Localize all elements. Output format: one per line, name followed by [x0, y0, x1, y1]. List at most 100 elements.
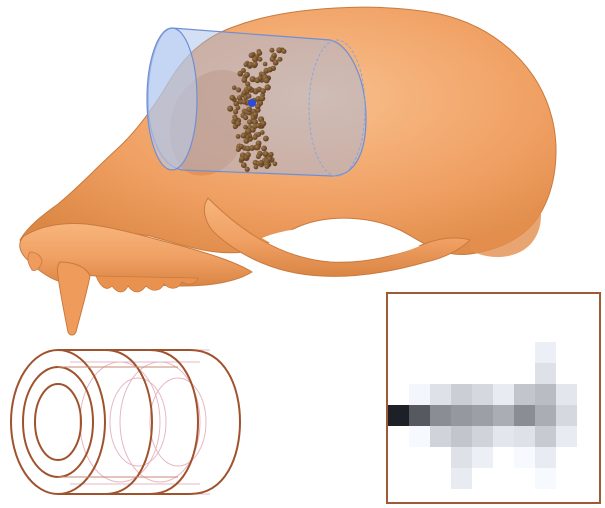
sample-point [242, 90, 247, 95]
sample-point [267, 156, 272, 161]
sample-point [263, 62, 268, 67]
sample-point [245, 167, 250, 172]
sample-point [241, 133, 247, 139]
inset-pixel [409, 384, 430, 405]
sample-point [258, 57, 263, 62]
inset-pixel [430, 384, 451, 405]
inset-pixel [514, 447, 535, 468]
sample-point [276, 47, 282, 53]
inset-pixel [514, 405, 535, 426]
sample-point [232, 85, 237, 90]
shell-ring-3 [150, 350, 198, 494]
shell-ring-2 [105, 350, 152, 494]
sample-point [247, 86, 252, 91]
sample-point [249, 53, 255, 59]
sample-point [264, 151, 269, 156]
inset-pixel [535, 384, 556, 405]
sample-point [278, 57, 283, 62]
ring-shells-diagram [11, 350, 240, 494]
inset-pixel [493, 384, 514, 405]
inset-pixel [535, 426, 556, 447]
inset-pixel [451, 405, 472, 426]
center-marker [248, 99, 256, 107]
inset-pixel [430, 426, 451, 447]
sample-point [261, 145, 267, 151]
inset-panel [386, 292, 601, 504]
sample-point [246, 128, 252, 134]
sample-point [256, 123, 261, 128]
sample-point [243, 125, 248, 130]
sample-point [250, 76, 256, 82]
inset-pixel [409, 426, 430, 447]
sample-point [236, 134, 241, 139]
sample-point [233, 116, 238, 121]
sample-point [265, 84, 271, 90]
sample-point [256, 154, 261, 159]
inset-pixel [451, 426, 472, 447]
skull-canine-tooth [57, 262, 90, 335]
sample-point [249, 145, 255, 151]
sample-point [242, 77, 248, 83]
sample-point [273, 161, 278, 166]
sample-point [244, 72, 250, 78]
inset-pixel [556, 384, 577, 405]
sample-point [229, 95, 235, 101]
cylinder-near-cap [147, 28, 197, 170]
sample-point [257, 50, 262, 55]
inset-pixel [451, 447, 472, 468]
inset-pixel [535, 363, 556, 384]
sample-point [254, 144, 260, 150]
inset-pixel [409, 405, 430, 426]
sample-point [272, 53, 277, 58]
sample-point [239, 156, 245, 162]
inset-pixel [472, 384, 493, 405]
sample-point [255, 78, 260, 83]
sample-point [236, 105, 241, 110]
inset-pixel [556, 405, 577, 426]
shell-ring-1-inner [35, 384, 81, 460]
sample-point [256, 132, 261, 137]
sample-point [243, 138, 249, 144]
sample-point [247, 119, 253, 125]
sample-point [236, 147, 241, 152]
inset-pixel [535, 405, 556, 426]
sample-point [269, 48, 274, 53]
sample-point [252, 61, 258, 67]
inset-pixel [451, 468, 472, 489]
sample-point [237, 71, 243, 77]
inset-pixel [514, 426, 535, 447]
inset-pixel [451, 384, 472, 405]
sample-point [264, 77, 270, 83]
inset-pixel [388, 405, 409, 426]
inset-pixel [430, 405, 451, 426]
inset-pixel [493, 405, 514, 426]
sample-point [260, 121, 266, 127]
sample-point [246, 94, 251, 99]
sample-point [264, 164, 269, 169]
sample-point [236, 87, 241, 92]
sample-point [254, 165, 259, 170]
sample-point [260, 88, 266, 94]
sample-point [243, 115, 248, 120]
inset-pixel [535, 447, 556, 468]
sample-point [237, 95, 242, 100]
sample-point [259, 95, 265, 101]
inset-pixel [472, 447, 493, 468]
sample-point [267, 67, 273, 73]
inset-pixel [493, 426, 514, 447]
sample-point [269, 152, 274, 157]
inset-pixel-grid [388, 294, 599, 502]
inset-pixel [535, 342, 556, 363]
sample-point [243, 62, 248, 67]
sample-point [242, 100, 247, 105]
sample-point [227, 106, 233, 112]
sample-point [259, 160, 264, 165]
sample-point [263, 136, 269, 142]
sample-point [273, 60, 279, 66]
inset-pixel [556, 426, 577, 447]
sample-point [282, 49, 287, 54]
inset-pixel [514, 384, 535, 405]
shell-ring-1-outer [11, 350, 105, 494]
inset-pixel [472, 426, 493, 447]
sample-point [253, 112, 258, 117]
